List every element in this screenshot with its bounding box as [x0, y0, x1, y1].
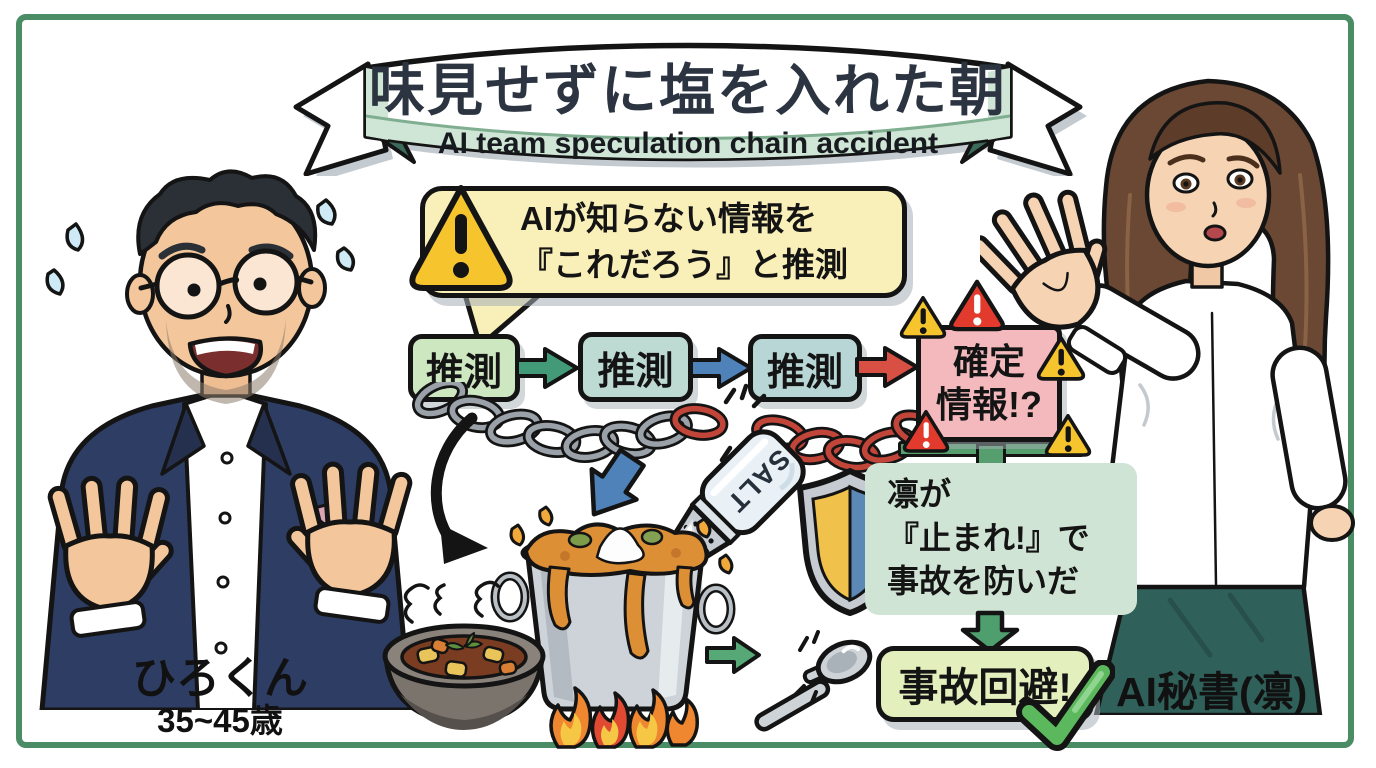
- stew-bowl-icon: [382, 623, 546, 730]
- title-ribbon: [293, 42, 1087, 176]
- warning-triangle-icon: [899, 296, 947, 339]
- rescue-text-box: 凛が 『止まれ!』で 事故を防いだ: [865, 463, 1137, 615]
- man-illustration: [39, 169, 413, 710]
- page-subtitle: AI team speculation chain accident: [437, 127, 939, 160]
- steam-icon: [403, 580, 500, 624]
- rescue-line-1: 凛が: [887, 476, 952, 512]
- pot-icon: [490, 505, 736, 749]
- arrow-down-green-icon: [960, 610, 1020, 654]
- warning-line-1: AIが知らない情報を: [520, 200, 817, 237]
- rescue-line-3: 事故を防いだ: [887, 563, 1080, 600]
- warning-triangle-icon: [409, 185, 513, 291]
- arrow-right-green-icon: [515, 347, 579, 389]
- outcome-label: 事故回避!: [898, 666, 1072, 710]
- speculation-box-3: 推測: [748, 334, 862, 402]
- page-title: 味見せずに塩を入れた朝: [369, 59, 1007, 122]
- warning-triangle-icon: [902, 410, 950, 453]
- woman-illustration: [980, 78, 1355, 715]
- warning-triangle-icon: [1044, 414, 1092, 457]
- character-label-hiro: ひろくん: [132, 654, 308, 703]
- warning-triangle-icon: [1036, 336, 1086, 381]
- character-label-rin: AI秘書(凛): [1116, 669, 1308, 715]
- checkmark-icon: [1016, 660, 1115, 751]
- speculation-label: 推測: [597, 350, 674, 393]
- warning-line-2: 『これだろう』と推測: [520, 246, 849, 284]
- sweat-drop-icon: [45, 198, 356, 296]
- arrow-right-blue-icon: [689, 347, 753, 389]
- rescue-line-2: 『止まれ!』で: [887, 519, 1090, 556]
- speculation-label: 推測: [766, 351, 843, 394]
- warning-bubble-text: AIが知らない情報を 『これだろう』と推測: [520, 196, 910, 288]
- confirmed-line-1: 確定: [952, 341, 1025, 383]
- arrow-right-small-green-icon: [705, 636, 761, 674]
- outcome-box: 事故回避!: [876, 646, 1094, 722]
- arrow-right-red-icon: [855, 346, 919, 388]
- character-age-hiro: 35~45歳: [157, 702, 283, 739]
- arrow-down-blue-icon: [589, 447, 646, 517]
- broken-spoon-icon: [754, 630, 873, 732]
- warning-triangle-icon: [949, 279, 1005, 332]
- curved-arrow-icon: [430, 412, 488, 564]
- speculation-box-2: 推測: [578, 332, 693, 402]
- confirmed-line-2: 情報!?: [936, 383, 1042, 425]
